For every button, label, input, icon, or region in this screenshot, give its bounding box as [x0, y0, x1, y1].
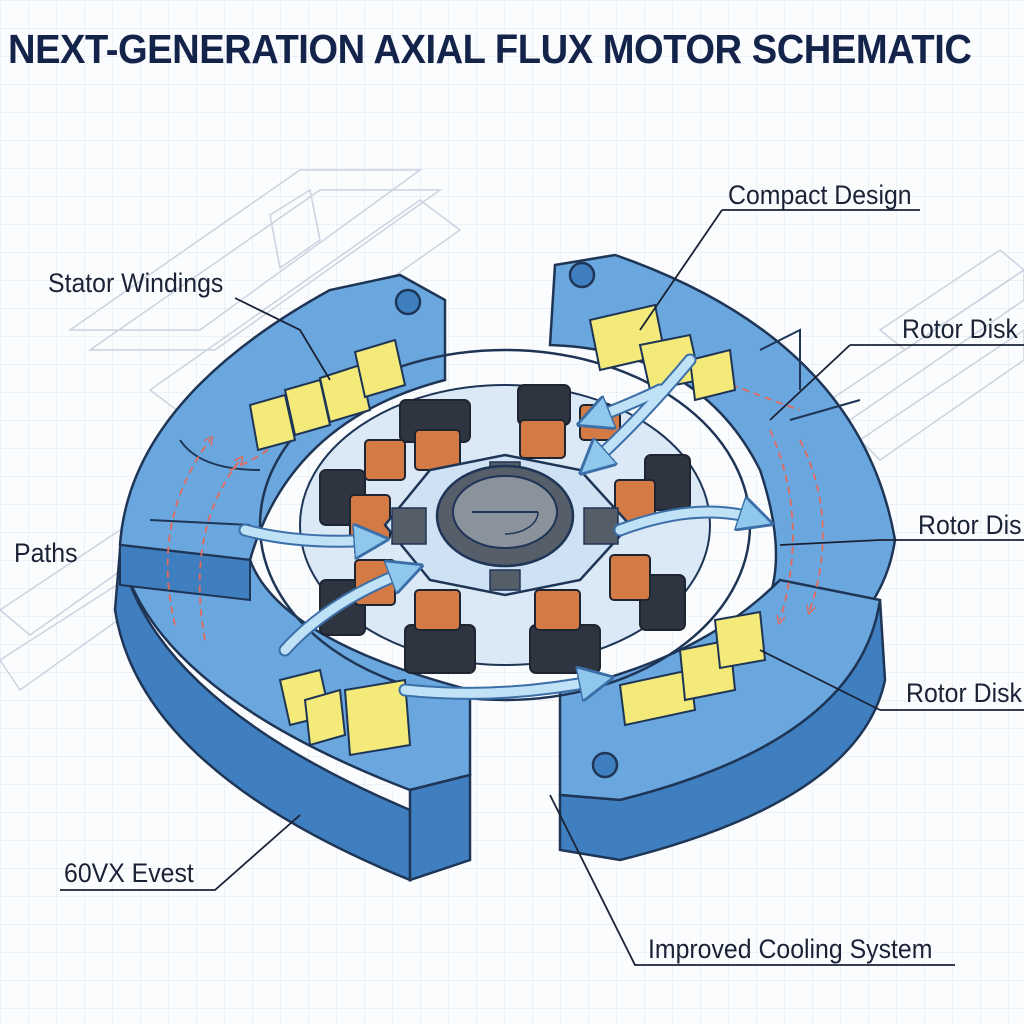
label-rotor-disk-bottom: Rotor Disk [906, 678, 1022, 708]
label-evest: 60VX Evest [64, 858, 194, 888]
winding-group-bottom-left [278, 668, 412, 757]
label-cooling-system: Improved Cooling System [648, 934, 933, 964]
label-paths: Paths [14, 538, 78, 568]
page-title: NEXT-GENERATION AXIAL FLUX MOTOR SCHEMAT… [8, 26, 972, 72]
leader-lines [60, 209, 1024, 966]
airflow-arrows [238, 353, 760, 693]
winding-group-bottom-right [618, 610, 767, 727]
rotor-hub [383, 453, 632, 597]
label-rotor-disk-top: Rotor Disk [902, 314, 1018, 344]
winding-group-top-left [248, 338, 407, 452]
label-compact-design: Compact Design [728, 180, 912, 210]
label-stator-windings: Stator Windings [48, 268, 224, 298]
label-rotor-disk-middle: Rotor Dis [918, 510, 1022, 540]
